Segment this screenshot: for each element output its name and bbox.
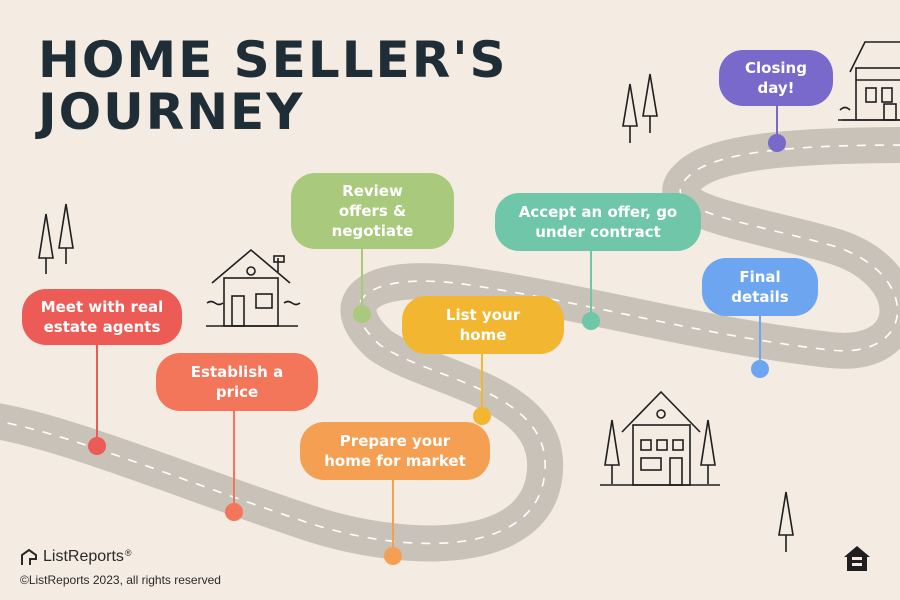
page-title-line-2: JOURNEY	[38, 83, 305, 141]
road-centerline	[0, 144, 900, 545]
copyright-text: ©ListReports 2023, all rights reserved	[20, 573, 221, 587]
step-meet-agents-label: Meet with real estate agents	[22, 289, 182, 345]
step-establish-price-label: Establish a price	[156, 353, 318, 411]
step-road-marker	[225, 503, 243, 521]
brand-logo: ListReports®	[20, 548, 132, 566]
house-icon	[206, 248, 301, 327]
step-road-marker	[582, 312, 600, 330]
page-title-line-1: HOME SELLER'S	[38, 31, 508, 89]
step-closing-day-label: Closing day!	[719, 50, 833, 106]
page-title: HOME SELLER'S JOURNEY	[38, 34, 508, 138]
listreports-logo-icon	[21, 548, 37, 565]
brand-name: ListReports	[43, 548, 124, 565]
step-road-marker	[384, 547, 402, 565]
step-road-marker	[88, 437, 106, 455]
tree-icon	[778, 491, 794, 552]
step-road-marker	[751, 360, 769, 378]
tree-icon	[604, 419, 716, 484]
step-prepare-home-label: Prepare your home for market	[300, 422, 490, 480]
tree-icon	[38, 203, 74, 274]
house-icon	[600, 390, 720, 486]
road-markers	[88, 134, 786, 565]
equal-housing-icon	[844, 546, 870, 571]
step-road-marker	[473, 407, 491, 425]
trademark-symbol: ®	[124, 548, 132, 558]
step-road-marker	[353, 305, 371, 323]
step-accept-offer-label: Accept an offer, go under contract	[495, 193, 701, 251]
step-road-marker	[768, 134, 786, 152]
step-review-offers-label: Review offers & negotiate	[291, 173, 454, 249]
tree-icon	[622, 73, 658, 143]
house-icon	[838, 41, 900, 121]
step-final-details-label: Final details	[702, 258, 818, 316]
step-list-home-label: List your home	[402, 296, 564, 354]
